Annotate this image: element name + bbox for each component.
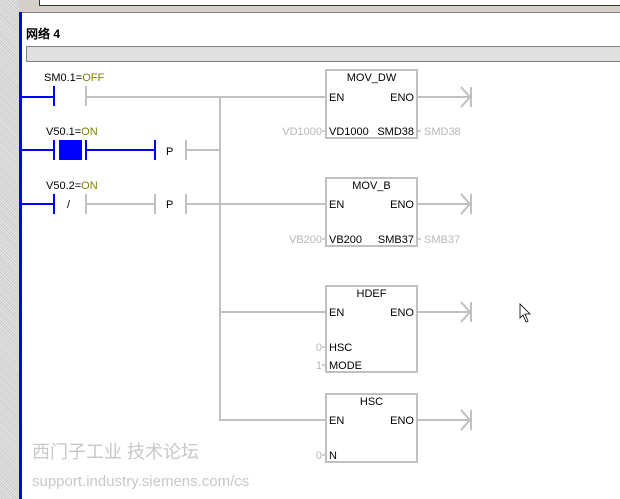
operand-stubs <box>322 130 421 456</box>
positive-edge-p-1[interactable]: P <box>154 140 187 160</box>
svg-text:V50.2=ON: V50.2=ON <box>46 180 98 192</box>
positive-edge-p-2[interactable]: P <box>154 194 187 214</box>
box-hsc[interactable]: HSC EN ENO N 0 <box>316 393 418 463</box>
svg-text:EN: EN <box>329 307 344 319</box>
svg-text:MOV_DW: MOV_DW <box>347 72 397 84</box>
svg-text:HDEF: HDEF <box>357 288 387 300</box>
svg-text:EN: EN <box>329 415 344 427</box>
svg-text:P: P <box>166 146 173 158</box>
svg-text:HSC: HSC <box>360 396 383 408</box>
mouse-cursor-icon <box>519 303 531 323</box>
watermark-text: 西门子工业 技术论坛 <box>32 442 199 462</box>
svg-text:P: P <box>166 199 173 211</box>
svg-text:HSC: HSC <box>329 342 352 354</box>
svg-text:MODE: MODE <box>329 360 362 372</box>
operand-mode: 1 <box>316 360 322 372</box>
left-gutter <box>0 0 19 499</box>
contact-sm0-1[interactable]: SM0.1=OFF <box>21 72 104 106</box>
svg-text:V50.1=ON: V50.1=ON <box>46 126 98 138</box>
svg-text:SMD38: SMD38 <box>377 126 414 138</box>
operand-out: SMD38 <box>424 126 461 138</box>
svg-text:SMB37: SMB37 <box>378 234 414 246</box>
watermark-url: support.industry.siemens.com/cs <box>32 473 249 490</box>
svg-text:ENO: ENO <box>390 307 414 319</box>
box-hdef[interactable]: HDEF EN ENO HSC MODE 0 1 <box>316 285 418 373</box>
svg-text:N: N <box>329 450 337 462</box>
svg-text:EN: EN <box>329 199 344 211</box>
operand-in: VD1000 <box>282 126 322 138</box>
top-toolbar <box>19 0 620 13</box>
svg-text:/: / <box>67 199 71 211</box>
svg-text:VB200: VB200 <box>329 234 362 246</box>
contact-v50-1[interactable]: V50.1=ON <box>21 126 98 160</box>
svg-text:EN: EN <box>329 92 344 104</box>
network-comment-bar[interactable] <box>26 46 620 62</box>
svg-text:MOV_B: MOV_B <box>352 180 391 192</box>
svg-text:SM0.1=OFF: SM0.1=OFF <box>44 72 104 84</box>
svg-text:ENO: ENO <box>390 415 414 427</box>
operand-n: 0 <box>316 450 322 462</box>
operand-in: VB200 <box>289 234 322 246</box>
network-title[interactable]: 网络 4 <box>26 26 60 41</box>
watermark: 西门子工业 技术论坛 support.industry.siemens.com/… <box>32 442 249 490</box>
contact-v50-2-nc[interactable]: V50.2=ON / <box>21 180 98 214</box>
box-mov-dw[interactable]: MOV_DW EN ENO VD1000 SMD38 VD1000 SMD38 <box>282 69 461 139</box>
svg-text:VD1000: VD1000 <box>329 126 369 138</box>
eno-arrows <box>417 86 472 431</box>
power-rail <box>19 12 22 499</box>
svg-text:ENO: ENO <box>390 92 414 104</box>
box-mov-b[interactable]: MOV_B EN ENO VB200 SMB37 VB200 SMB37 <box>289 177 460 247</box>
operand-out: SMB37 <box>424 234 460 246</box>
svg-text:ENO: ENO <box>390 199 414 211</box>
operand-hsc: 0 <box>316 342 322 354</box>
previous-network-box <box>39 0 620 6</box>
